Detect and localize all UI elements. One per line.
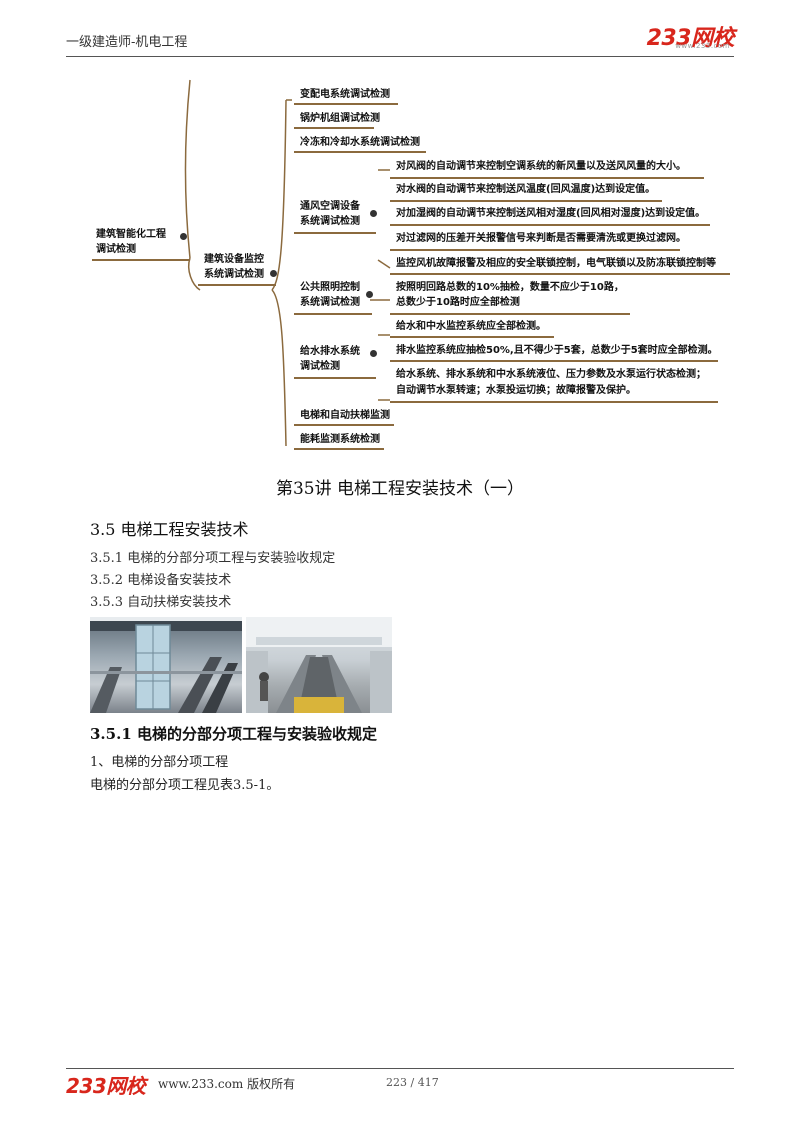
hvac-child-4: 对过滤网的压差开关报警信号来判断是否需要清洗或更换过滤网。	[396, 233, 686, 244]
brand-logo: 233网校	[646, 26, 735, 51]
lecture-title: 第35讲 电梯工程安装技术（一）	[275, 479, 525, 499]
footer-site-copyright: www.233.com 版权所有	[158, 1077, 296, 1091]
hvac-child-2: 对水阀的自动调节来控制送风温度(回风温度)达到设定值。	[396, 184, 656, 195]
mind-map: 建筑智能化工程 调试检测 建筑设备监控 系统调试检测 变配电系统调试检测 锅炉机…	[0, 0, 800, 460]
hvac-child-5: 监控风机故障报警及相应的安全联锁控制，电气联锁以及防冻联锁控制等	[396, 258, 716, 269]
mindmap-branch-line1: 建筑设备监控	[204, 254, 264, 265]
water-child-3-line2: 自动调节水泵转速；水泵投运切换；故障报警及保护。	[396, 385, 636, 396]
toc-item-3: 3.5.3 自动扶梯安装技术	[90, 595, 232, 610]
item-lighting-line1: 公共照明控制	[300, 282, 360, 293]
footer-logo: 233网校	[66, 1074, 146, 1098]
water-child-2: 排水监控系统应抽检50%,且不得少于5套，总数少于5套时应全部检测。	[396, 345, 718, 356]
root-node-dot	[180, 233, 187, 240]
moving-walkway-photo-art	[246, 617, 392, 713]
item-power-underline	[294, 103, 398, 105]
paragraph-1: 1、电梯的分部分项工程	[90, 755, 229, 770]
water-child-3-underline	[390, 401, 718, 403]
item-hvac-line1: 通风空调设备	[300, 201, 360, 212]
item-hvac-line2: 系统调试检测	[300, 216, 360, 227]
item-water-line2: 调试检测	[300, 361, 340, 372]
item-cooling: 冷冻和冷却水系统调试检测	[300, 137, 420, 148]
brand-logo-url: www.233.com	[675, 42, 730, 50]
elevator-photo	[90, 617, 242, 713]
hvac-child-5-underline	[390, 273, 730, 275]
elevator-photo-art	[90, 617, 242, 713]
item-water-line1: 给水排水系统	[300, 346, 360, 357]
hvac-child-2-underline	[390, 200, 662, 202]
water-child-3-line1: 给水系统、排水系统和中水系统液位、压力参数及水泵运行状态检测；	[396, 369, 706, 380]
moving-walkway-photo	[246, 617, 392, 713]
paragraph-2: 电梯的分部分项工程见表3.5-1。	[90, 778, 280, 793]
item-elevator: 电梯和自动扶梯监测	[300, 410, 390, 421]
item-lighting-line2: 系统调试检测	[300, 297, 360, 308]
branch-underline	[198, 284, 276, 286]
water-child-1-underline	[390, 336, 554, 338]
hvac-child-3-underline	[390, 224, 710, 226]
item-boiler-underline	[294, 127, 374, 129]
root-underline	[92, 259, 190, 261]
lighting-child-line1: 按照明回路总数的10%抽检，数量不应少于10路，	[396, 282, 624, 293]
toc-item-2: 3.5.2 电梯设备安装技术	[90, 573, 232, 588]
mind-map-connectors	[184, 79, 391, 447]
lighting-node-dot	[366, 291, 373, 298]
item-lighting-underline	[294, 313, 372, 315]
item-water-underline	[294, 377, 376, 379]
lighting-child-line2: 总数少于10路时应全部检测	[396, 297, 520, 308]
branch-node-dot	[270, 270, 277, 277]
page-number: 223 / 417	[386, 1076, 439, 1089]
water-child-1: 给水和中水监控系统应全部检测。	[396, 321, 546, 332]
hvac-child-3: 对加湿阀的自动调节来控制送风相对湿度(回风相对湿度)达到设定值。	[396, 208, 706, 219]
hvac-child-1-underline	[390, 177, 704, 179]
hvac-child-4-underline	[390, 249, 680, 251]
item-power: 变配电系统调试检测	[300, 89, 390, 100]
water-node-dot	[370, 350, 377, 357]
section-title: 3.5 电梯工程安装技术	[90, 520, 249, 539]
header-title: 一级建造师-机电工程	[66, 35, 188, 50]
item-cooling-underline	[294, 151, 426, 153]
water-child-2-underline	[390, 360, 718, 362]
footer-divider	[66, 1068, 734, 1069]
item-energy: 能耗监测系统检测	[300, 434, 380, 445]
mindmap-root-line2: 调试检测	[96, 244, 136, 255]
mindmap-branch-line2: 系统调试检测	[204, 269, 264, 280]
item-energy-underline	[294, 448, 384, 450]
item-boiler: 锅炉机组调试检测	[300, 113, 380, 124]
header-divider	[66, 56, 734, 57]
mindmap-root-line1: 建筑智能化工程	[96, 229, 166, 240]
hvac-node-dot	[370, 210, 377, 217]
toc-item-1: 3.5.1 电梯的分部分项工程与安装验收规定	[90, 551, 336, 566]
lighting-child-underline	[390, 313, 630, 315]
hvac-child-1: 对风阀的自动调节来控制空调系统的新风量以及送风风量的大小。	[396, 161, 686, 172]
subsection-title: 3.5.1 电梯的分部分项工程与安装验收规定	[90, 725, 377, 743]
item-elevator-underline	[294, 424, 394, 426]
item-hvac-underline	[294, 232, 376, 234]
